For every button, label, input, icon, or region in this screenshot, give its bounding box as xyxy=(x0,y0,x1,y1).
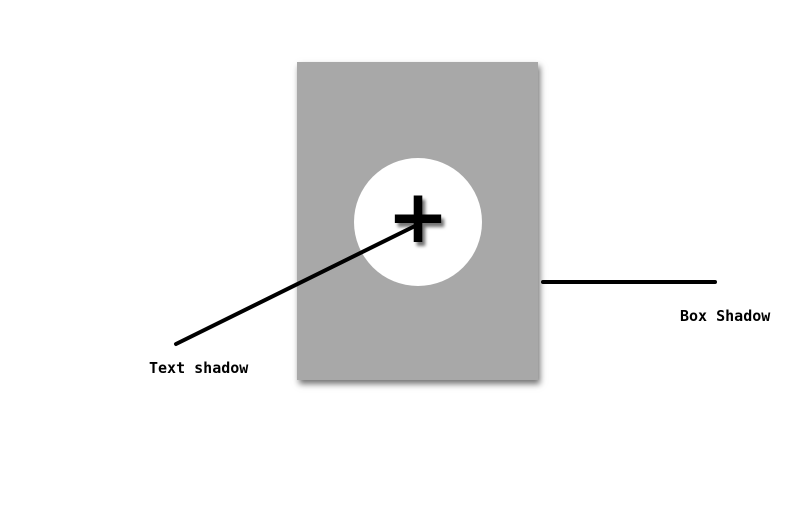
text-shadow-label: Text shadow xyxy=(149,359,249,377)
plus-icon: + xyxy=(386,174,449,260)
white-circle: + xyxy=(354,158,482,286)
gray-card-with-box-shadow: + xyxy=(297,62,538,380)
box-shadow-label: Box Shadow xyxy=(680,307,771,325)
